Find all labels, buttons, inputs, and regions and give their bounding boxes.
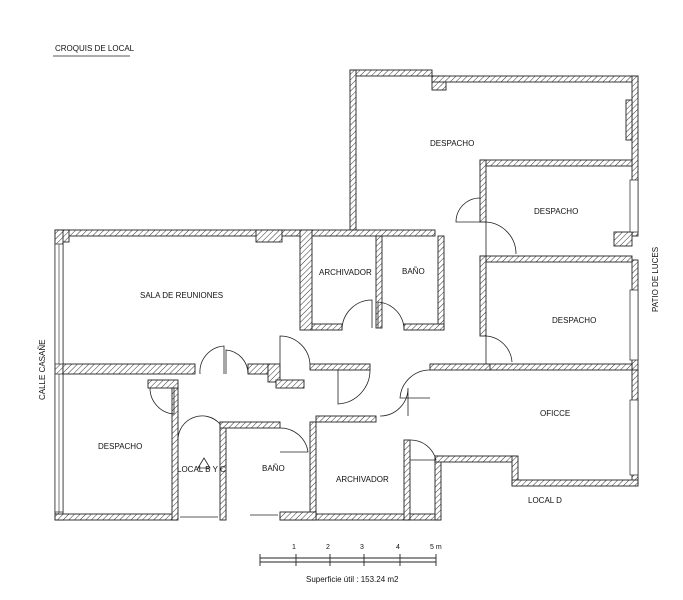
room-despacho-top: DESPACHO xyxy=(430,139,474,148)
room-sala-reuniones: SALA DE REUNIONES xyxy=(140,291,223,300)
scale-tick-5: 5 m xyxy=(430,544,442,551)
room-despacho-mid: DESPACHO xyxy=(534,207,578,216)
entrance-marker xyxy=(197,457,211,469)
scale-tick-2: 2 xyxy=(326,544,330,551)
interior-walls xyxy=(62,159,633,521)
room-despacho-left: DESPACHO xyxy=(98,442,142,451)
room-despacho-right: DESPACHO xyxy=(552,316,596,325)
scale-tick-1: 1 xyxy=(292,544,296,551)
windows xyxy=(54,179,639,513)
scale-tick-3: 3 xyxy=(360,544,364,551)
room-bano-top: BAÑO xyxy=(402,267,425,276)
room-archivador-bottom: ARCHIVADOR xyxy=(336,475,389,484)
room-archivador-top: ARCHIVADOR xyxy=(319,268,372,277)
area-note: Superficie útil : 153.24 m2 xyxy=(306,575,399,584)
door-swings xyxy=(149,197,517,518)
scale-bar: 1 2 3 4 5 m xyxy=(259,544,442,566)
room-bano-bottom: BAÑO xyxy=(262,464,285,473)
street-right-label: PATIO DE LUCES xyxy=(651,247,660,312)
room-local-byc: LOCAL B Y C xyxy=(177,465,226,474)
street-left-label: CALLE CASAÑE xyxy=(38,340,47,400)
room-labels: DESPACHO DESPACHO DESPACHO ARCHIVADOR BA… xyxy=(98,139,596,505)
room-oficce: OFICCE xyxy=(540,409,570,418)
room-local-d: LOCAL D xyxy=(528,496,562,505)
scale-tick-4: 4 xyxy=(396,544,400,551)
plan-title: CROQUIS DE LOCAL xyxy=(55,44,135,53)
